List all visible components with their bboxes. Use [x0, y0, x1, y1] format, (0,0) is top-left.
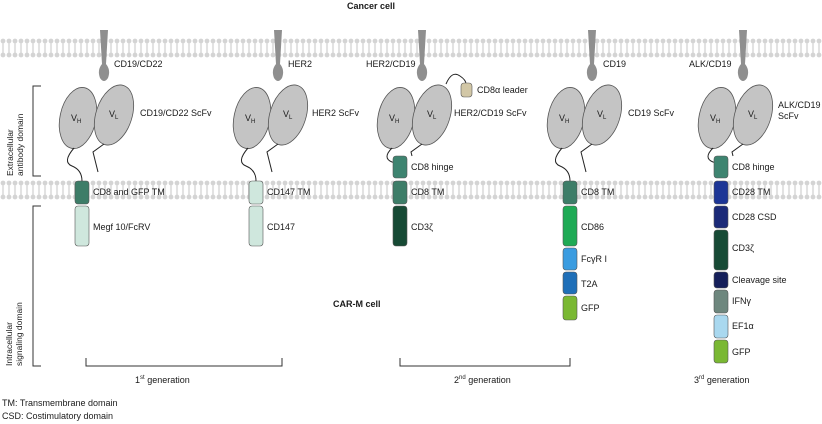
- footnote-csd: CSD: Costimulatory domain: [2, 411, 113, 421]
- second-generation-bracket: [399, 358, 571, 367]
- vl-domain-5: [732, 84, 774, 146]
- intra-domain-5-5: [713, 314, 729, 339]
- construct-5: ALK/CD19 VH VL ALK/CD19 ScFv CD8 hinge C…: [689, 30, 822, 364]
- tm-label-1: CD8 and GFP TM: [93, 187, 165, 197]
- second-generation-label: 2nd generation: [454, 375, 511, 385]
- intra-domain-4-4: [562, 295, 578, 321]
- scfv-label-3: HER2/CD19 ScFv: [454, 108, 527, 118]
- tm-label-3: CD8 TM: [411, 187, 444, 197]
- hinge-label-3: CD8 hinge: [411, 162, 454, 172]
- antigen-label-4: CD19: [603, 59, 626, 69]
- intra-domain-5-6: [713, 339, 729, 364]
- svg-text:VH: VH: [245, 113, 255, 125]
- extracellular-label: Extracellular antibody domain: [5, 113, 25, 176]
- intra-domain-5-2: [713, 229, 729, 271]
- intra-label-5-3: Cleavage site: [732, 275, 787, 285]
- intra-domain-4-2: [562, 247, 578, 271]
- antigen-4: [586, 30, 598, 81]
- antigen-label-2: HER2: [288, 59, 312, 69]
- cancer-cell-membrane: [0, 38, 822, 58]
- intra-label-4-3: T2A: [581, 279, 598, 289]
- antigen-2: [272, 30, 284, 81]
- svg-text:VL: VL: [109, 109, 119, 121]
- intra-domain-5-3: [713, 271, 729, 289]
- intra-domain-5-1: [713, 205, 729, 229]
- intra-label-5-4: IFNγ: [732, 296, 751, 306]
- intra-label-5-1: CD28 CSD: [732, 212, 777, 222]
- scfv-label-5: ALK/CD19 ScFv: [778, 100, 822, 121]
- hinge-label-5: CD8 hinge: [732, 162, 775, 172]
- intra-domain-2-1: [248, 205, 264, 247]
- intra-domain-1-1: [74, 205, 90, 247]
- construct-2: HER2 VH VL HER2 ScFv CD147 TM CD147: [232, 30, 360, 247]
- intra-label-2-1: CD147: [267, 222, 295, 232]
- construct-4: CD19 VH VL CD19 ScFv CD8 TM CD86 FcγR I …: [546, 30, 675, 321]
- tm-label-4: CD8 TM: [581, 187, 614, 197]
- svg-text:VH: VH: [389, 113, 399, 125]
- scfv-label-2: HER2 ScFv: [312, 108, 360, 118]
- intra-label-5-5: EF1α: [732, 321, 754, 331]
- linker-2: [241, 147, 257, 182]
- vl-domain-4: [581, 84, 623, 146]
- vl-domain-3: [411, 84, 453, 146]
- intra-label-3-1: CD3ζ: [411, 222, 433, 232]
- car-m-cell-title: CAR-M cell: [333, 299, 381, 309]
- tm-domain-3: [392, 180, 408, 205]
- intracellular-bracket: [32, 205, 41, 367]
- intra-domain-5-4: [713, 289, 729, 314]
- intra-label-5-6: GFP: [732, 347, 751, 357]
- svg-text:VL: VL: [283, 109, 293, 121]
- hinge-domain-5: [713, 155, 729, 179]
- svg-text:VH: VH: [559, 113, 569, 125]
- construct-3: HER2/CD19 VH VL HER2/CD19 ScFv CD8α lead…: [366, 30, 528, 247]
- scfv-label-4: CD19 ScFv: [628, 108, 675, 118]
- intra-label-5-2: CD3ζ: [732, 243, 754, 253]
- intra-domain-4-1: [562, 205, 578, 247]
- svg-text:VL: VL: [597, 109, 607, 121]
- svg-text:VL: VL: [748, 109, 758, 121]
- linker-4: [555, 147, 571, 182]
- cancer-cell-title: Cancer cell: [347, 1, 395, 11]
- svg-text:VH: VH: [71, 113, 81, 125]
- svg-text:VH: VH: [710, 113, 720, 125]
- antigen-label-3: HER2/CD19: [366, 59, 416, 69]
- construct-1: CD19/CD22 VH VL CD19/CD22 ScFv CD8 and G…: [58, 30, 212, 247]
- antigen-1: [98, 30, 110, 81]
- tm-domain-2: [248, 180, 264, 205]
- first-generation-bracket: [85, 358, 283, 367]
- linker-1: [67, 147, 83, 182]
- intra-label-4-4: GFP: [581, 303, 600, 313]
- third-generation-label: 3rd generation: [694, 375, 749, 385]
- antigen-label-5: ALK/CD19: [689, 59, 732, 69]
- intracellular-label: Intracellular signaling domain: [4, 302, 24, 366]
- footnote-tm: TM: Transmembrane domain: [2, 398, 118, 408]
- vl-domain-2: [267, 84, 309, 146]
- intra-label-4-2: FcγR I: [581, 254, 607, 264]
- tm-label-2: CD147 TM: [267, 187, 310, 197]
- leader-label-3: CD8α leader: [477, 85, 528, 95]
- tm-domain-5: [713, 180, 729, 205]
- intra-label-1-1: Megf 10/FcRV: [93, 222, 150, 232]
- antigen-label-1: CD19/CD22: [114, 59, 163, 69]
- first-generation-label: 1st generation: [135, 375, 190, 385]
- intra-label-4-1: CD86: [581, 222, 604, 232]
- vl-domain-1: [93, 84, 135, 146]
- antigen-3: [416, 30, 428, 81]
- cd8a-leader-3: [460, 82, 473, 98]
- tm-label-5: CD28 TM: [732, 187, 770, 197]
- car-m-cell-membrane: [0, 180, 822, 200]
- intra-domain-3-1: [392, 205, 408, 247]
- hinge-domain-3: [392, 155, 408, 179]
- intra-domain-4-3: [562, 271, 578, 295]
- leader-linker-3: [445, 73, 467, 85]
- tm-domain-1: [74, 180, 90, 205]
- tm-domain-4: [562, 180, 578, 205]
- antigen-5: [737, 30, 749, 81]
- scfv-label-1: CD19/CD22 ScFv: [140, 108, 212, 118]
- svg-text:VL: VL: [427, 109, 437, 121]
- extracellular-bracket: [32, 85, 41, 177]
